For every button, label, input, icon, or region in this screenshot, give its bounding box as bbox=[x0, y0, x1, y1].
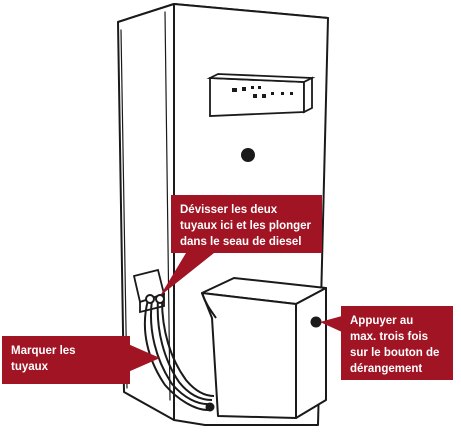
pointer-top bbox=[160, 253, 214, 296]
callout-right-line-4: dérangement bbox=[350, 363, 423, 375]
indicator-light-icon bbox=[241, 148, 255, 162]
callout-right-line-2: max. trois fois bbox=[350, 331, 428, 343]
callout-press-reset: Appuyer au max. trois fois sur le bouton… bbox=[341, 306, 453, 380]
callout-unscrew-hoses: Dévisser les deux tuyaux ici et les plon… bbox=[171, 195, 322, 253]
callout-top-line-1: Dévisser les deux bbox=[180, 204, 278, 216]
callout-left-line-2: tuyaux bbox=[11, 361, 49, 373]
reset-button-icon bbox=[310, 316, 322, 328]
callout-right-line-1: Appuyer au bbox=[350, 315, 414, 327]
callout-top-line-3: dans le seau de diesel bbox=[180, 236, 302, 248]
control-box bbox=[201, 277, 327, 419]
callout-pointers bbox=[128, 253, 342, 372]
callout-right-line-3: sur le bouton de bbox=[350, 347, 440, 359]
fuel-hose-pair-icon bbox=[143, 294, 215, 412]
display-indicators bbox=[232, 86, 293, 98]
callout-left-line-1: Marquer les bbox=[11, 345, 76, 357]
pointer-left bbox=[128, 344, 160, 372]
callout-top-line-2: tuyaux ici et les plonger bbox=[180, 220, 312, 232]
display-panel bbox=[206, 73, 316, 117]
callout-mark-hoses: Marquer les tuyaux bbox=[2, 336, 130, 384]
pointer-right bbox=[320, 316, 342, 332]
